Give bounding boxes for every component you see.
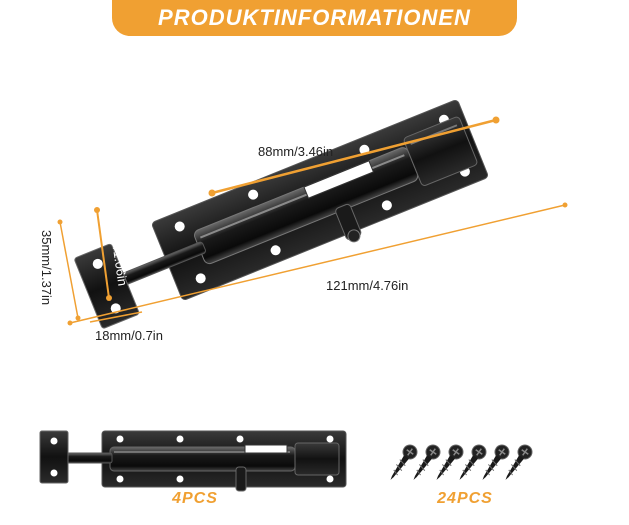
dimension-line-total-length — [69, 204, 566, 324]
bracket-width-label: 18mm/0.7in — [95, 328, 163, 343]
hole-spacing-label: 88mm/3.46in — [258, 144, 333, 159]
large-barrel-bolt — [74, 99, 489, 329]
screw-quantity-label: 24PCS — [437, 490, 493, 507]
header-banner: PRODUKTINFORMATIONEN — [112, 0, 517, 36]
dimension-line-height — [59, 221, 79, 319]
header-title: PRODUKTINFORMATIONEN — [158, 5, 471, 30]
small-barrel-bolt — [39, 430, 347, 492]
total-length-label: 121mm/4.76in — [326, 278, 408, 293]
height-label: 35mm/1.37in — [39, 230, 54, 305]
dimension-line-hole-spacing — [211, 118, 497, 195]
dimension-line-bracket-width — [89, 311, 143, 323]
dimension-line-bracket-height — [96, 209, 110, 299]
screws-group — [390, 444, 533, 480]
bolt-quantity-label: 4PCS — [172, 490, 218, 507]
